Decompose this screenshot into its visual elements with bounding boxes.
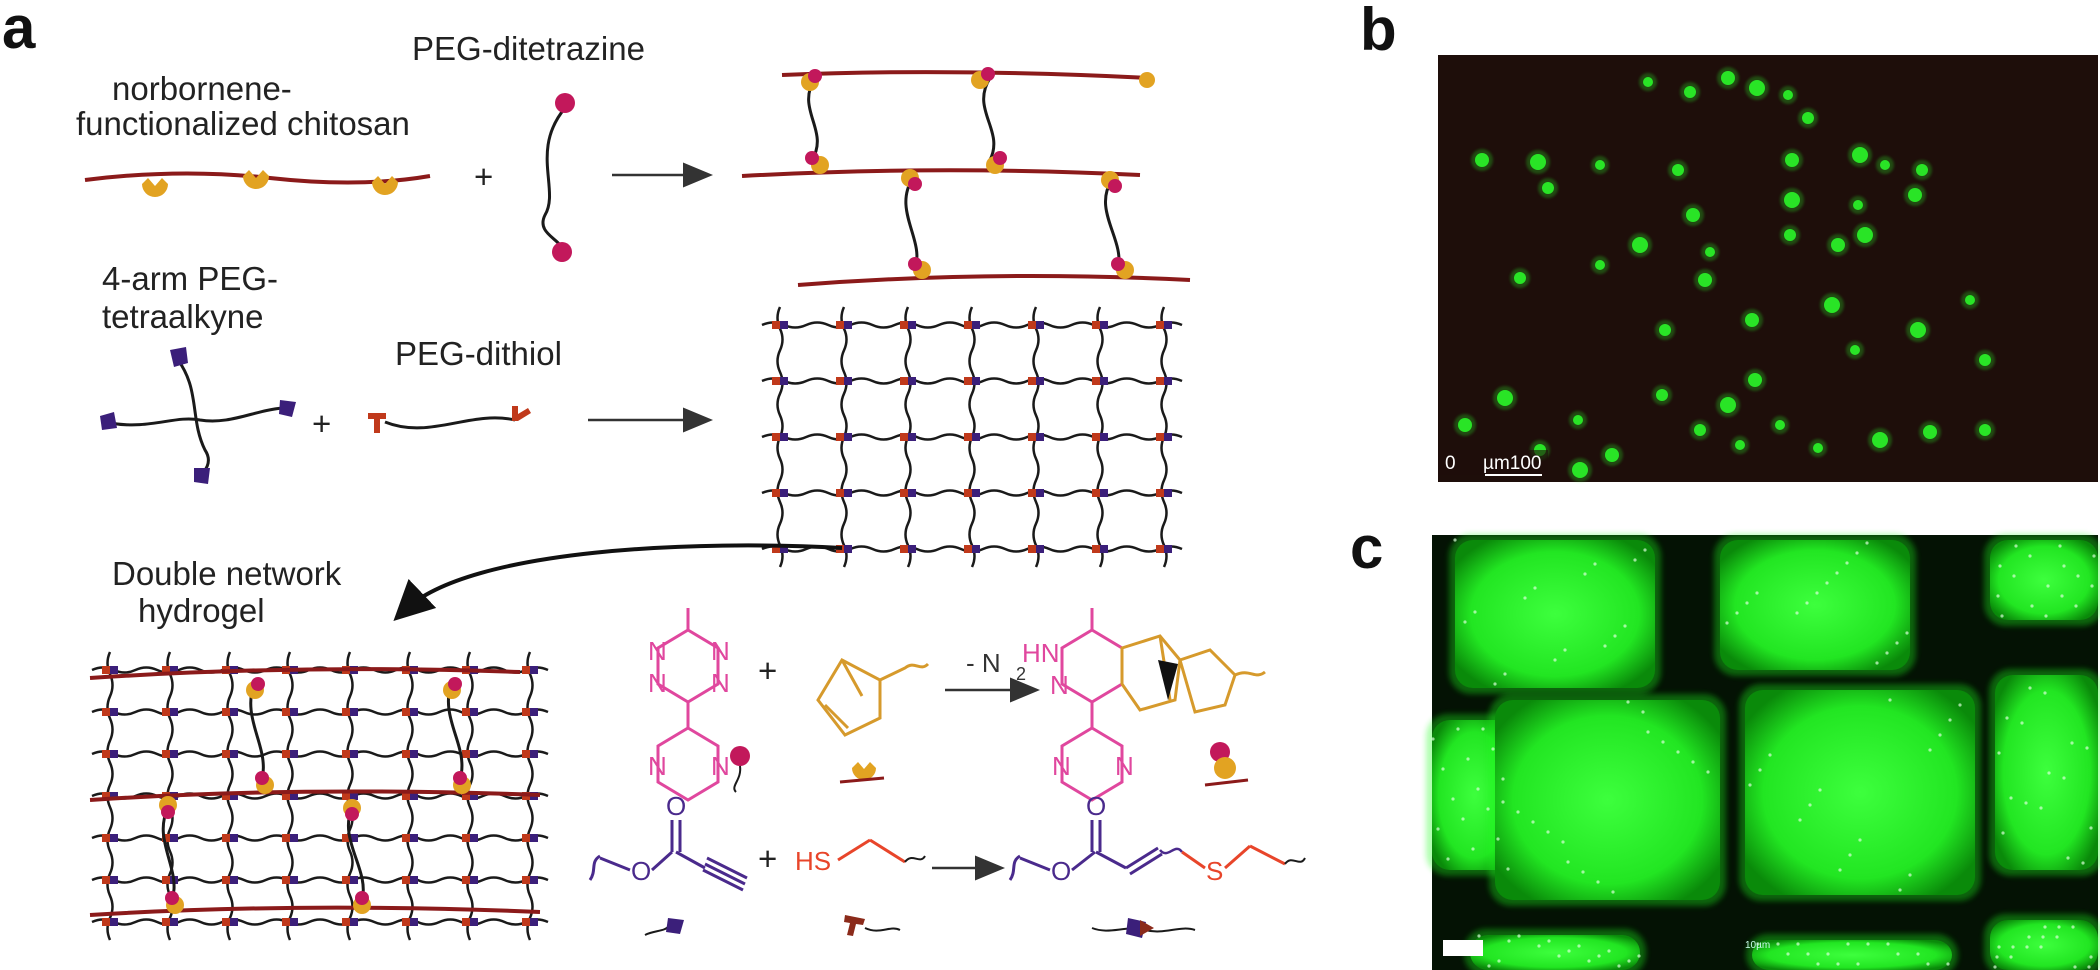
- plus-chem-1: +: [758, 652, 777, 689]
- product-ester-o: O: [1051, 856, 1071, 886]
- label-norbornene-line2: functionalized chitosan: [76, 105, 410, 142]
- chitosan-crosslinked-network: [741, 67, 1191, 287]
- panel-label-a: a: [2, 0, 36, 61]
- tetrazine-end-bottom: [552, 242, 572, 262]
- scale-bar-c: [1443, 940, 1483, 956]
- carbonyl-o: O: [666, 791, 686, 821]
- micrograph-b-cells: [1454, 67, 1995, 482]
- tz-n2: N: [711, 636, 730, 666]
- tetrazine-end-top: [555, 93, 575, 113]
- pyr-n1: N: [648, 751, 667, 781]
- thiol-yne-reaction: O O + HS O O: [588, 791, 1306, 938]
- label-peg-ditetrazine: PEG-ditetrazine: [412, 30, 645, 67]
- ester-o: O: [631, 856, 651, 886]
- label-norbornene-line1: norbornene-: [112, 70, 292, 107]
- micrograph-c: 10µm: [1426, 534, 2100, 970]
- n2-loss-label: - N: [966, 648, 1001, 678]
- chitosan-chain: [84, 171, 431, 185]
- tetrazine-norbornene-reaction: N N N N N N + - N 2: [648, 608, 1266, 802]
- panel-label-b: b: [1360, 0, 1397, 63]
- tz-n1: N: [648, 636, 667, 666]
- tz-n4: N: [711, 668, 730, 698]
- plus-chem-2: +: [758, 840, 777, 877]
- product-pyr-n2: N: [1115, 751, 1134, 781]
- product-n: N: [1050, 670, 1069, 700]
- scale-b-label: µm100: [1483, 453, 1541, 474]
- reaction-chitosan-tetrazine: norbornene- functionalized chitosan PEG-…: [76, 30, 1191, 287]
- product-s: S: [1206, 856, 1223, 886]
- label-4arm-line2: tetraalkyne: [102, 298, 263, 335]
- product-pyr-n1: N: [1052, 751, 1071, 781]
- double-network-chitosan-strands: [89, 667, 541, 917]
- thiol-hs: HS: [795, 846, 831, 876]
- double-network-hydrogel: Double network hydrogel: [89, 555, 549, 941]
- norbornene-pendants: [142, 170, 398, 197]
- label-4arm-line1: 4-arm PEG-: [102, 260, 278, 297]
- panel-label-c: c: [1350, 514, 1383, 581]
- scale-b-zero: 0: [1445, 453, 1456, 474]
- scale-c-label: 10µm: [1745, 940, 1770, 951]
- tz-n3: N: [648, 668, 667, 698]
- plus-sign-1: +: [474, 158, 493, 195]
- pyr-n2: N: [711, 751, 730, 781]
- micrograph-b: 0 µm100: [1438, 55, 2098, 482]
- peg-ditetrazine-chain: [541, 107, 567, 253]
- thiol-end-left: [368, 413, 386, 433]
- reaction-alkyne-thiol: 4-arm PEG- tetraalkyne PEG-dithiol +: [100, 260, 1183, 568]
- micrograph-b-background: [1438, 55, 2098, 482]
- thiol-end-right: [512, 406, 531, 421]
- label-double-network-line2: hydrogel: [138, 592, 265, 629]
- four-arm-peg-tetraalkyne: [100, 347, 296, 484]
- n2-subscript: 2: [1016, 664, 1026, 684]
- peg-grid-network: [761, 306, 1183, 568]
- peg-dithiol-chain: [384, 416, 516, 430]
- label-double-network-line1: Double network: [112, 555, 342, 592]
- product-carbonyl-o: O: [1086, 791, 1106, 821]
- micrograph-c-blocks: [1426, 534, 2100, 970]
- curved-arrow-to-double-network: [393, 543, 843, 622]
- plus-sign-2: +: [312, 405, 331, 442]
- label-peg-dithiol: PEG-dithiol: [395, 335, 562, 372]
- product-hn: HN: [1022, 638, 1060, 668]
